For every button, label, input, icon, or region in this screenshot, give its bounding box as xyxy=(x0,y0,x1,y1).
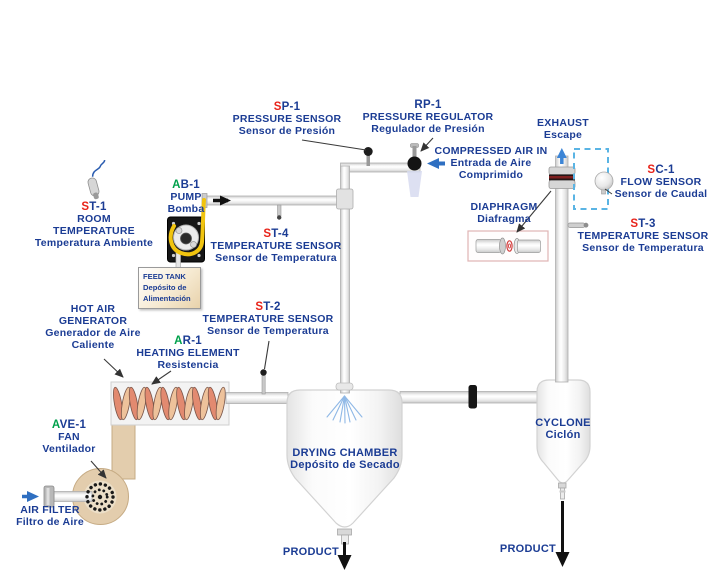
label-compressed-air: COMPRESSED AIR IN Entrada de Aire Compri… xyxy=(434,145,548,181)
process-pipes xyxy=(201,162,542,404)
label-product-cyclone: PRODUCT xyxy=(499,543,556,555)
st4-probe xyxy=(277,204,282,220)
label-ar1: AR-1 HEATING ELEMENT Resistencia xyxy=(134,335,242,372)
st1-probe-icon xyxy=(87,159,106,200)
pump-tube-yellow xyxy=(168,198,206,257)
label-st3: ST-3 TEMPERATURE SENSOR Sensor de Temper… xyxy=(577,218,709,254)
st2-code: ST-2 xyxy=(255,301,281,313)
label-hot-air-generator: HOT AIR GENERATOR Generador de Aire Cali… xyxy=(45,303,141,351)
label-product-chamber: PRODUCT xyxy=(282,546,339,558)
label-sc1: SC-1 FLOW SENSOR Sensor de Caudal xyxy=(608,164,714,201)
st1-code: ST-1 xyxy=(81,201,107,213)
label-ave1: AVE-1 FAN Ventilador xyxy=(36,419,102,456)
label-diaphragm: DIAPHRAGM Diafragma xyxy=(470,201,538,225)
label-cyclone: CYCLONE Ciclón xyxy=(535,417,591,442)
label-air-filter: AIR FILTER Filtro de Aire xyxy=(16,504,84,528)
rp1-pressure-regulator xyxy=(407,143,422,197)
label-st4: ST-4 TEMPERATURE SENSOR Sensor de Temper… xyxy=(208,228,344,265)
rp1-code: RP-1 xyxy=(414,99,442,111)
fan-inlet-grille xyxy=(85,482,115,512)
peristaltic-pump xyxy=(167,198,206,272)
label-drying-chamber: DRYING CHAMBER Depósito de Secado xyxy=(290,447,400,472)
label-rp1: RP-1 PRESSURE REGULATOR Regulador de Pre… xyxy=(358,99,498,136)
st2-probe xyxy=(260,369,267,395)
drying-chamber-vessel xyxy=(286,389,403,545)
label-st2: ST-2 TEMPERATURE SENSOR Sensor de Temper… xyxy=(198,301,338,338)
ar1-code: AR-1 xyxy=(174,335,202,347)
label-st1: ST-1 ROOM TEMPERATURE Temperatura Ambien… xyxy=(28,201,160,250)
diaphragm-flange xyxy=(548,166,576,189)
nozzle-feed-pipe xyxy=(335,165,354,394)
spray-nozzle-jet xyxy=(326,395,363,424)
leader-lines xyxy=(90,137,613,479)
label-ab1: AB-1 PUMP Bomba xyxy=(154,179,218,216)
cyclone-vessel xyxy=(536,379,591,500)
flow-arrows xyxy=(22,148,570,570)
st3-code: ST-3 xyxy=(630,218,656,230)
flow-sensor xyxy=(573,148,614,210)
label-exhaust: EXHAUST Escape xyxy=(537,117,589,141)
sc1-code: SC-1 xyxy=(647,164,675,176)
ave1-code: AVE-1 xyxy=(51,419,87,431)
feed-tank: FEED TANK Depósito de Alimentación xyxy=(138,267,201,309)
st4-code: ST-4 xyxy=(263,228,289,240)
diaphragm-inset xyxy=(467,230,549,262)
pipeline-valve xyxy=(468,385,477,409)
st3-probe xyxy=(567,222,589,228)
sp1-code: SP-1 xyxy=(273,101,301,113)
exhaust-pipe xyxy=(555,155,569,383)
heating-element xyxy=(110,381,230,426)
sp1-pressure-sensor xyxy=(363,147,373,166)
label-sp1: SP-1 PRESSURE SENSOR Sensor de Presión xyxy=(222,101,352,138)
ab1-code: AB-1 xyxy=(172,179,200,191)
